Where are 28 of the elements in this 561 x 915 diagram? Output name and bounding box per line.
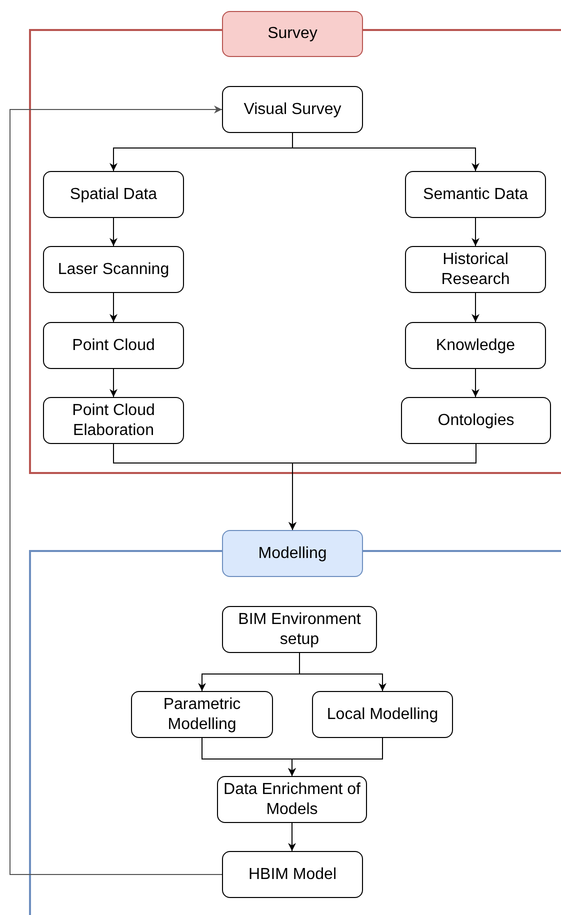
connector-arrow [288,738,383,776]
process-box: Historical Research [405,246,546,293]
connector-arrow [110,218,118,246]
connector-arrow [472,218,480,246]
process-box: HBIM Model [222,851,363,898]
process-box: Point Cloud Elaboration [43,397,184,444]
process-box: BIM Environment setup [222,606,377,653]
process-box: Ontologies [401,397,551,444]
process-box: Knowledge [405,322,546,369]
process-box: Point Cloud [43,322,184,369]
process-box: Spatial Data [43,171,184,218]
connector-arrow [292,132,480,172]
process-box: Parametric Modelling [131,691,273,738]
connector-arrow [472,368,480,398]
process-box: Laser Scanning [43,246,184,293]
connector-arrow [288,822,296,852]
section-header: Survey [222,11,363,57]
process-box: Semantic Data [405,171,546,218]
process-box: Visual Survey [222,86,363,133]
connector-arrow [110,368,118,398]
process-box: Local Modelling [312,691,453,738]
process-box: Data Enrichment of Models [217,776,367,823]
connector-arrow [10,106,222,875]
connector-arrow [299,652,386,692]
section-header: Modelling [222,530,363,577]
connector-arrow [110,292,118,322]
connector-arrow [472,292,480,322]
connector-arrow [288,444,476,530]
